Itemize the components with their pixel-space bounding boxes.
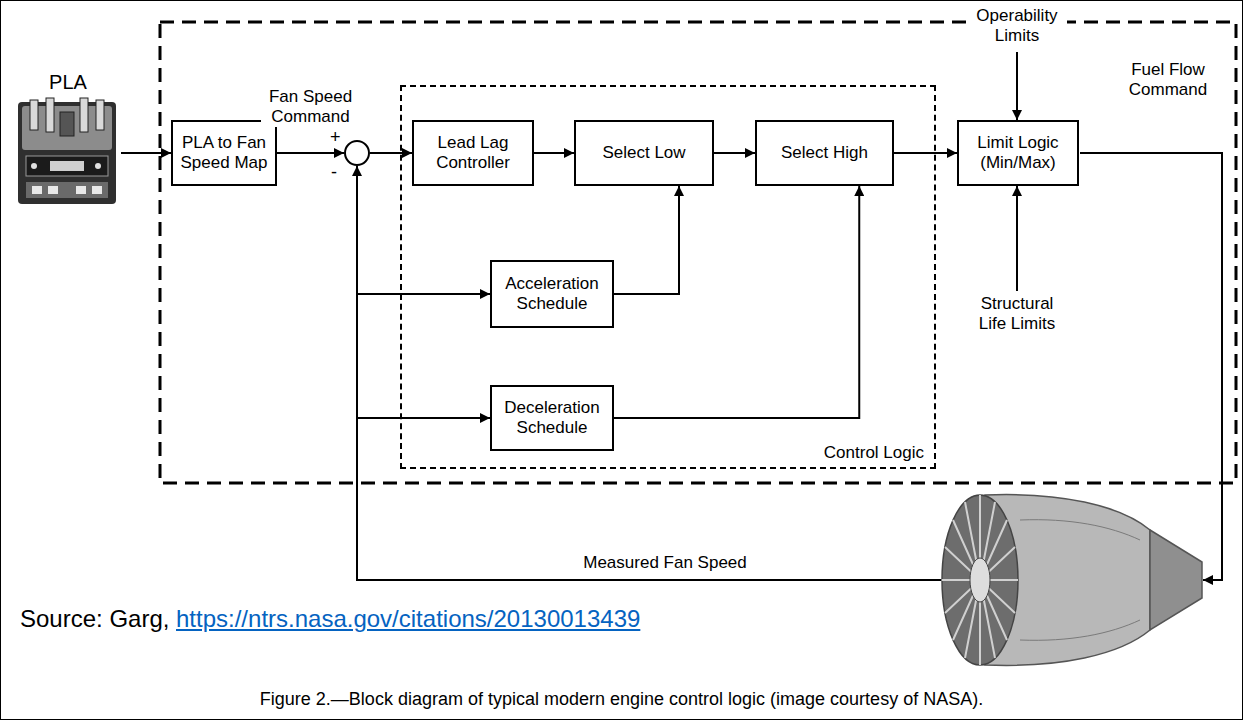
source-link: https://ntrs.nasa.gov/citations/20130013…: [176, 604, 640, 634]
controller-box: Lead Lag Controller: [412, 120, 534, 186]
source-note: Source: Garg,: [20, 604, 169, 634]
feedback-branch: [357, 293, 490, 295]
throttle-input: PLA: [15, 70, 121, 210]
feedback-line: [357, 166, 941, 580]
box-text: Limit Logic (Min/Max): [964, 133, 1072, 173]
controller-boundary: [160, 22, 1236, 483]
signal-arrow: [614, 186, 679, 294]
limit-input-label: Structural Life Limits: [967, 294, 1067, 334]
region-title: Control Logic: [824, 443, 924, 463]
limit-box: Limit Logic (Min/Max): [957, 120, 1079, 186]
box-text: Select Low: [602, 143, 685, 163]
signal-label: Fan Speed Command: [261, 87, 361, 127]
figure-caption: Figure 2.—Block diagram of typical moder…: [0, 688, 1243, 710]
fuel-command-line: [1080, 153, 1222, 580]
box-text: Select High: [781, 143, 868, 163]
box-text: Lead Lag Controller: [419, 133, 527, 173]
signal-arrow: [121, 152, 171, 154]
selector-box: Select Low: [574, 120, 714, 186]
signal-arrow: [614, 186, 859, 418]
summing-junction: +-: [344, 140, 370, 166]
signal-arrow: [894, 152, 957, 154]
turbofan-engine-illustration: [942, 495, 1202, 666]
signal-arrow: [714, 152, 755, 154]
throttle-quadrant-illustration: [18, 98, 116, 204]
control-logic-region: Control Logic Lead Lag Controller Select L…: [400, 85, 936, 469]
output-signal-label: Fuel Flow Command: [1118, 60, 1218, 100]
schedule-box: Deceleration Schedule: [490, 385, 614, 451]
signal-arrow: [277, 152, 344, 154]
feedback-signal-label: Measured Fan Speed: [560, 553, 770, 573]
signal-arrow: [370, 152, 412, 154]
junction-sign: -: [331, 162, 337, 182]
junction-sign: +: [330, 127, 341, 147]
box-text: Deceleration Schedule: [497, 398, 607, 438]
schedule-box: Acceleration Schedule: [490, 260, 614, 328]
signal-arrow: [534, 152, 574, 154]
box-text: PLA to Fan Speed Map: [178, 133, 270, 173]
feedback-branch: [357, 417, 490, 419]
selector-box: Select High: [755, 120, 894, 186]
limit-input-arrow: [1016, 52, 1018, 120]
limit-input-label: Operability Limits: [967, 6, 1067, 46]
limit-input-arrow: [1016, 186, 1018, 291]
process-box: PLA to Fan Speed Map: [171, 120, 277, 186]
input-name: PLA: [15, 70, 121, 94]
box-text: Acceleration Schedule: [497, 274, 607, 314]
